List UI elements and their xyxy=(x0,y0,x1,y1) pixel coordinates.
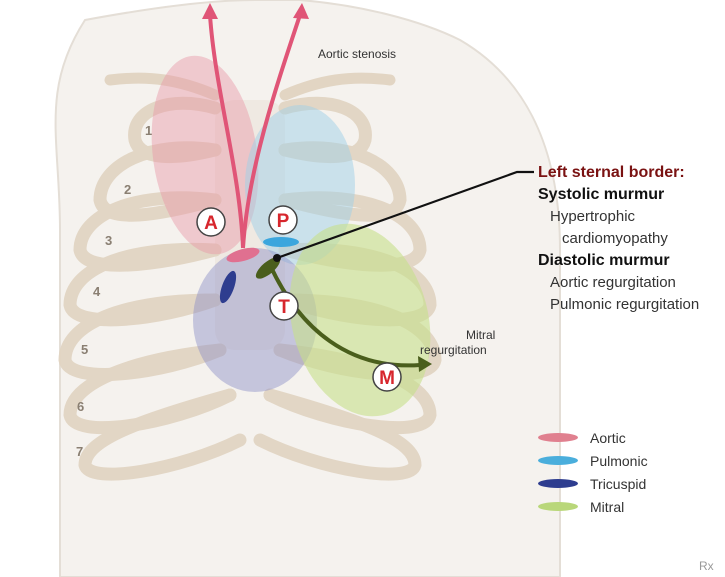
marker-m-letter: M xyxy=(379,368,395,389)
marker-a: A xyxy=(197,208,225,236)
marker-p-letter: P xyxy=(277,211,290,232)
diastolic-item-2: Pulmonic regurgitation xyxy=(538,294,699,316)
rib-number-7: 7 xyxy=(76,444,83,459)
rib-number-5: 5 xyxy=(81,342,88,357)
diastolic-item-1: Aortic regurgitation xyxy=(538,272,699,294)
legend-swatch-mitral xyxy=(538,502,578,511)
rx-watermark: Rx xyxy=(699,559,714,573)
legend-swatch-tricuspid xyxy=(538,479,578,488)
rib-number-1: 1 xyxy=(145,123,152,138)
rib-number-6: 6 xyxy=(77,399,84,414)
legend-label-aortic: Aortic xyxy=(590,430,626,446)
rib-number-3: 3 xyxy=(105,233,112,248)
legend-item-pulmonic: Pulmonic xyxy=(538,449,648,472)
systolic-heading: Systolic murmur xyxy=(538,184,699,206)
valve-legend: Aortic Pulmonic Tricuspid Mitral xyxy=(538,426,648,518)
legend-swatch-pulmonic xyxy=(538,456,578,465)
callout-heading: Left sternal border: xyxy=(538,162,699,184)
legend-label-mitral: Mitral xyxy=(590,499,624,515)
marker-p: P xyxy=(269,206,297,234)
rib-number-4: 4 xyxy=(93,284,101,299)
diastolic-heading: Diastolic murmur xyxy=(538,250,699,272)
legend-item-aortic: Aortic xyxy=(538,426,648,449)
legend-item-mitral: Mitral xyxy=(538,495,648,518)
legend-label-tricuspid: Tricuspid xyxy=(590,476,646,492)
marker-t-letter: T xyxy=(278,297,290,318)
murmur-callout: Left sternal border: Systolic murmur Hyp… xyxy=(538,162,699,316)
aortic-stenosis-label: Aortic stenosis xyxy=(318,47,396,61)
legend-item-tricuspid: Tricuspid xyxy=(538,472,648,495)
callout-point xyxy=(273,254,281,262)
marker-m: M xyxy=(373,363,401,391)
mitral-regurgitation-label-1: Mitral xyxy=(466,328,495,342)
legend-swatch-aortic xyxy=(538,433,578,442)
systolic-item-2: cardiomyopathy xyxy=(538,228,699,250)
systolic-item-1: Hypertrophic xyxy=(538,206,699,228)
marker-t: T xyxy=(270,292,298,320)
rib-number-2: 2 xyxy=(124,182,131,197)
mitral-regurgitation-label-2: regurgitation xyxy=(420,343,487,357)
pulmonic-valve xyxy=(263,237,299,247)
legend-label-pulmonic: Pulmonic xyxy=(590,453,648,469)
marker-a-letter: A xyxy=(204,213,218,234)
